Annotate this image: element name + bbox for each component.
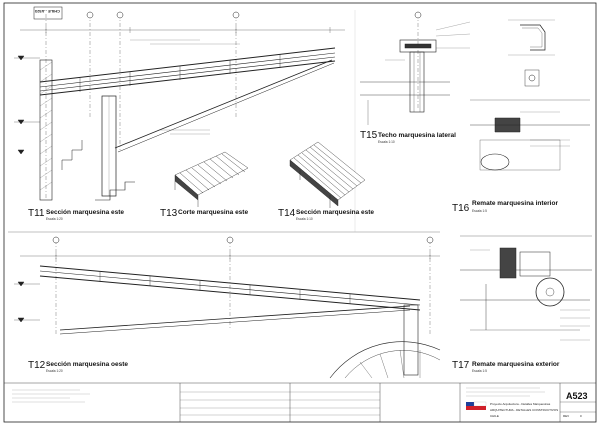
sheet-stamp: CHILE - A523 <box>35 9 60 14</box>
detail-code-t13: T13 <box>160 208 178 219</box>
detail-title-t11: Sección marquesina este <box>46 209 125 216</box>
detail-scale-t15: Escala 1:10 <box>378 140 395 144</box>
detail-code-t15: T15 <box>360 130 378 141</box>
detail-scale-t17: Escala 1:5 <box>472 369 487 373</box>
sheet-border <box>3 2 597 423</box>
t16-detail <box>470 99 590 171</box>
title-block-project: Proyecto Arquitectura - Detalles Marques… <box>490 402 551 406</box>
sheet-number: A523 <box>566 391 588 401</box>
detail-scale-t16: Escala 1:5 <box>472 209 487 213</box>
rev-label: REV <box>563 414 570 418</box>
t17-detail <box>460 235 592 341</box>
rev-value: 0 <box>580 414 582 418</box>
detail-code-t14: T14 <box>278 208 296 219</box>
detail-scale-t14: Escala 1:10 <box>296 217 313 221</box>
detail-code-t12: T12 <box>28 360 46 371</box>
t14-perspective <box>289 141 366 208</box>
detail-title-t15: Techo marquesina lateral <box>378 132 456 139</box>
t12-section-drawing <box>14 236 441 379</box>
detail-title-t14: Sección marquesina este <box>296 209 375 216</box>
detail-scale-t11: Escala 1:20 <box>46 217 63 221</box>
t13-perspective <box>174 151 249 207</box>
detail-scale-t12: Escala 1:20 <box>46 369 63 373</box>
profile-detail <box>508 19 555 87</box>
detail-code-t17: T17 <box>452 360 470 371</box>
detail-title-t12: Sección marquesina oeste <box>46 361 129 368</box>
stamp-box <box>33 6 63 20</box>
detail-title-t13: Corte marquesina este <box>178 209 249 216</box>
t15-detail <box>360 11 471 125</box>
t11-section-drawing <box>14 11 345 201</box>
title-block-country: CHILE <box>490 414 499 418</box>
detail-code-t16: T16 <box>452 203 470 214</box>
detail-title-t17: Remate marquesina exterior <box>472 361 560 368</box>
chile-flag-logo <box>466 401 487 410</box>
detail-code-t11: T11 <box>28 208 45 219</box>
detail-title-t16: Remate marquesina interior <box>472 200 558 207</box>
title-block <box>4 382 596 422</box>
title-block-discipline: ARQUITECTURA - DETALLES CONSTRUCTIVOS <box>490 408 559 412</box>
